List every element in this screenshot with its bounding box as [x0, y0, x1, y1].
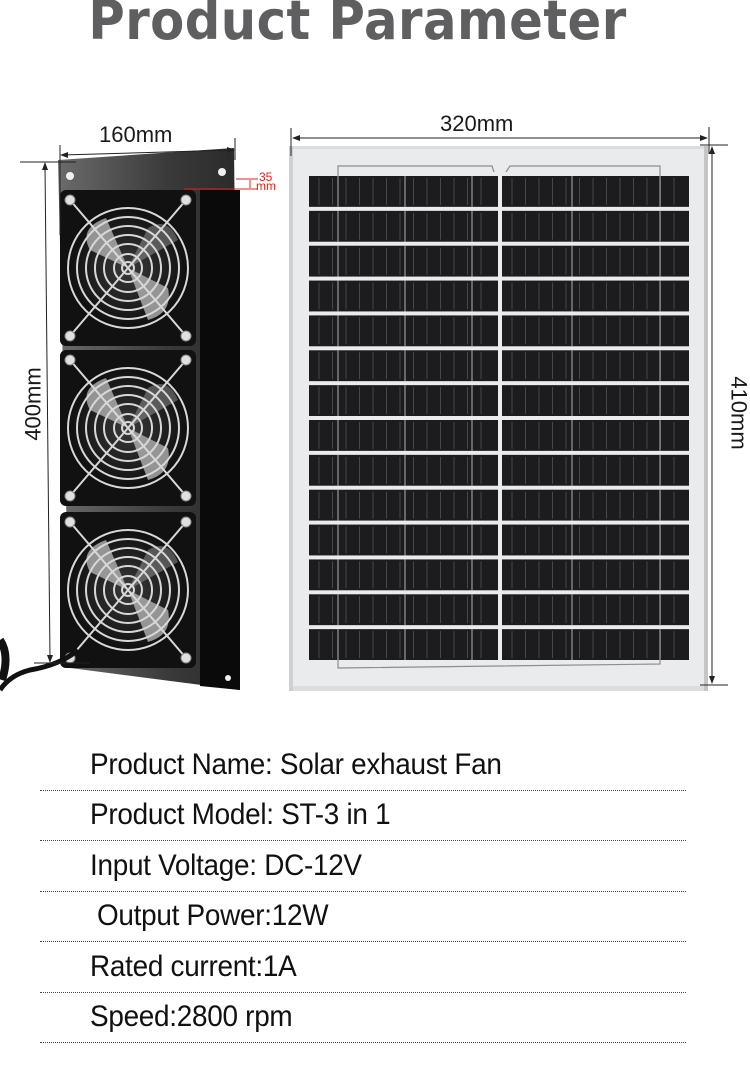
fan-offset-value: 35 [259, 170, 273, 184]
spec-table: Product Name: Solar exhaust Fan Product … [40, 740, 686, 1043]
spec-row-product-model: Product Model: ST-3 in 1 [40, 791, 686, 841]
spec-product-name: Product Name: Solar exhaust Fan [90, 747, 502, 781]
spec-speed: Speed:2800 rpm [90, 1000, 293, 1033]
solar-panel-image [289, 127, 728, 691]
panel-width-label: 320mm [440, 111, 514, 136]
spec-product-model: Product Model: ST-3 in 1 [90, 798, 391, 831]
spec-row-speed: Speed:2800 rpm [40, 993, 686, 1043]
spec-input-voltage: Input Voltage: DC-12V [90, 848, 362, 882]
fan-width-label: 160mm [99, 122, 173, 147]
fan-offset-label: 35 mm [256, 170, 276, 193]
panel-height-label: 410mm [726, 376, 750, 450]
spec-rated-current: Rated current:1A [90, 949, 297, 983]
spec-row-input-voltage: Input Voltage: DC-12V [40, 841, 686, 892]
spec-output-power: Output Power:12W [97, 899, 329, 932]
spec-row-output-power: Output Power:12W [40, 892, 686, 942]
fan-offset-unit: mm [256, 179, 276, 193]
fan-height-label: 400mm [20, 367, 46, 441]
page-title: Product Parameter [88, 0, 627, 52]
spec-row-product-name: Product Name: Solar exhaust Fan [40, 740, 686, 791]
spec-row-rated-current: Rated current:1A [40, 942, 686, 993]
fan-unit-image [0, 138, 258, 692]
